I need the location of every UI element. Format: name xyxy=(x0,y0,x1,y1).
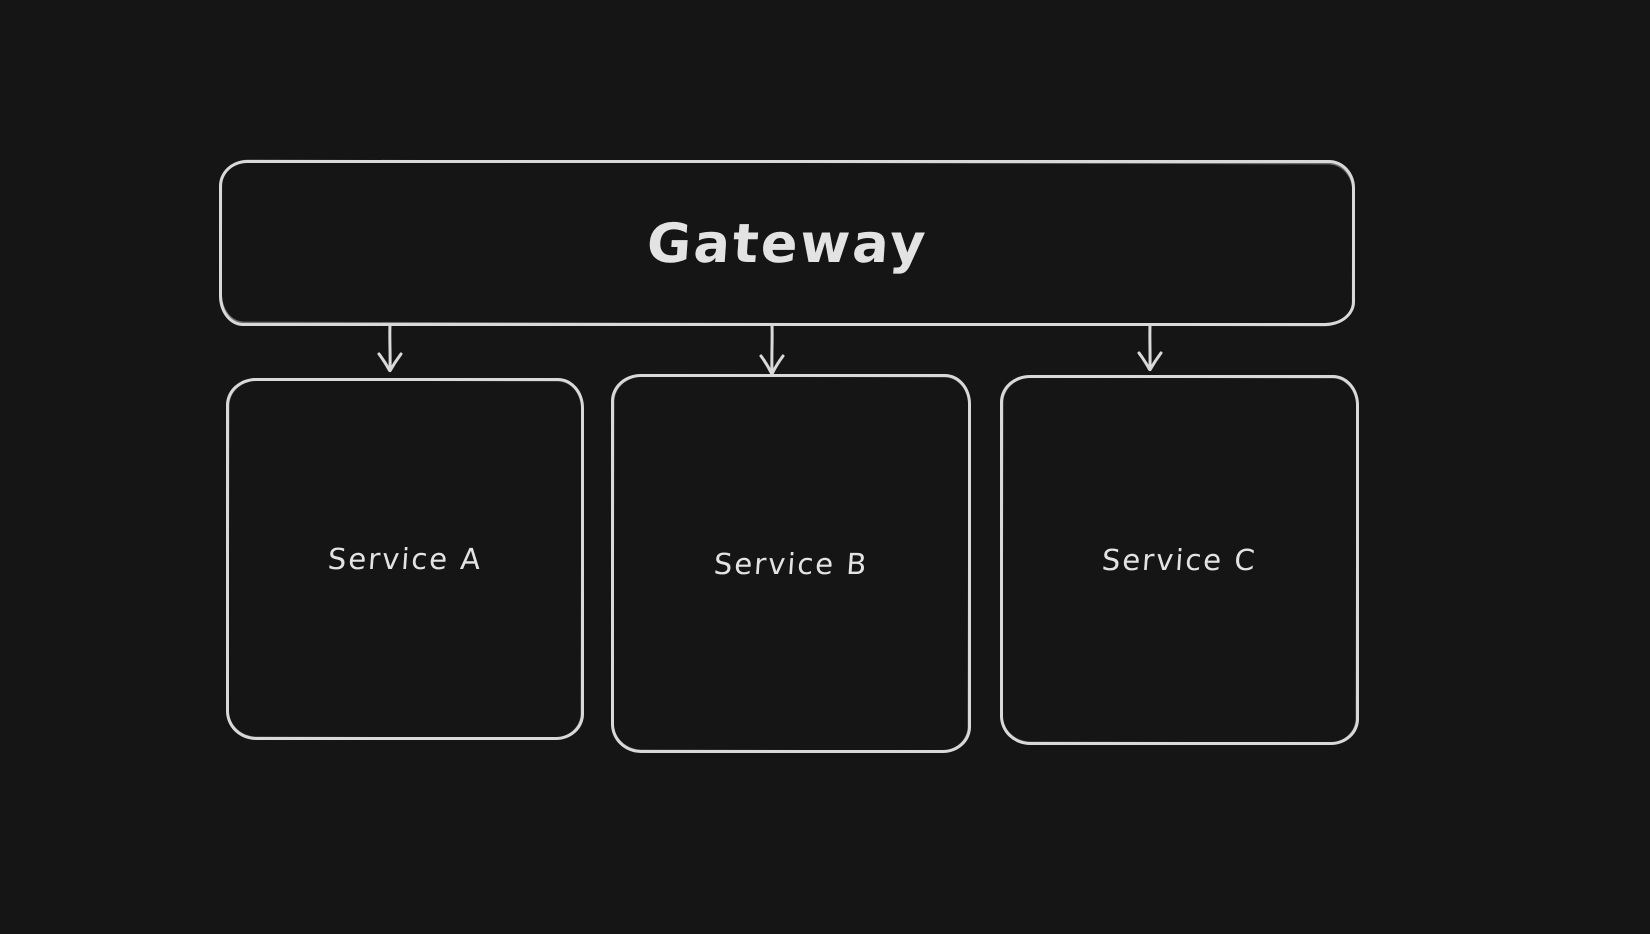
edge-gateway-to-service-a xyxy=(371,324,409,378)
arrow-down-icon xyxy=(1137,324,1163,371)
node-service-c-label: Service C xyxy=(1100,543,1259,577)
node-service-c: Service C xyxy=(1000,375,1359,745)
edge-gateway-to-service-b xyxy=(753,324,791,378)
node-service-a-label: Service A xyxy=(326,542,484,576)
node-gateway-label: Gateway xyxy=(644,211,930,275)
arrow-down-icon xyxy=(377,324,403,372)
node-service-b: Service B xyxy=(611,374,971,753)
edge-gateway-to-service-c xyxy=(1131,324,1169,378)
node-gateway: Gateway xyxy=(219,160,1355,326)
node-service-a: Service A xyxy=(226,378,584,740)
arrow-down-icon xyxy=(759,324,785,375)
node-service-b-label: Service B xyxy=(712,546,870,581)
